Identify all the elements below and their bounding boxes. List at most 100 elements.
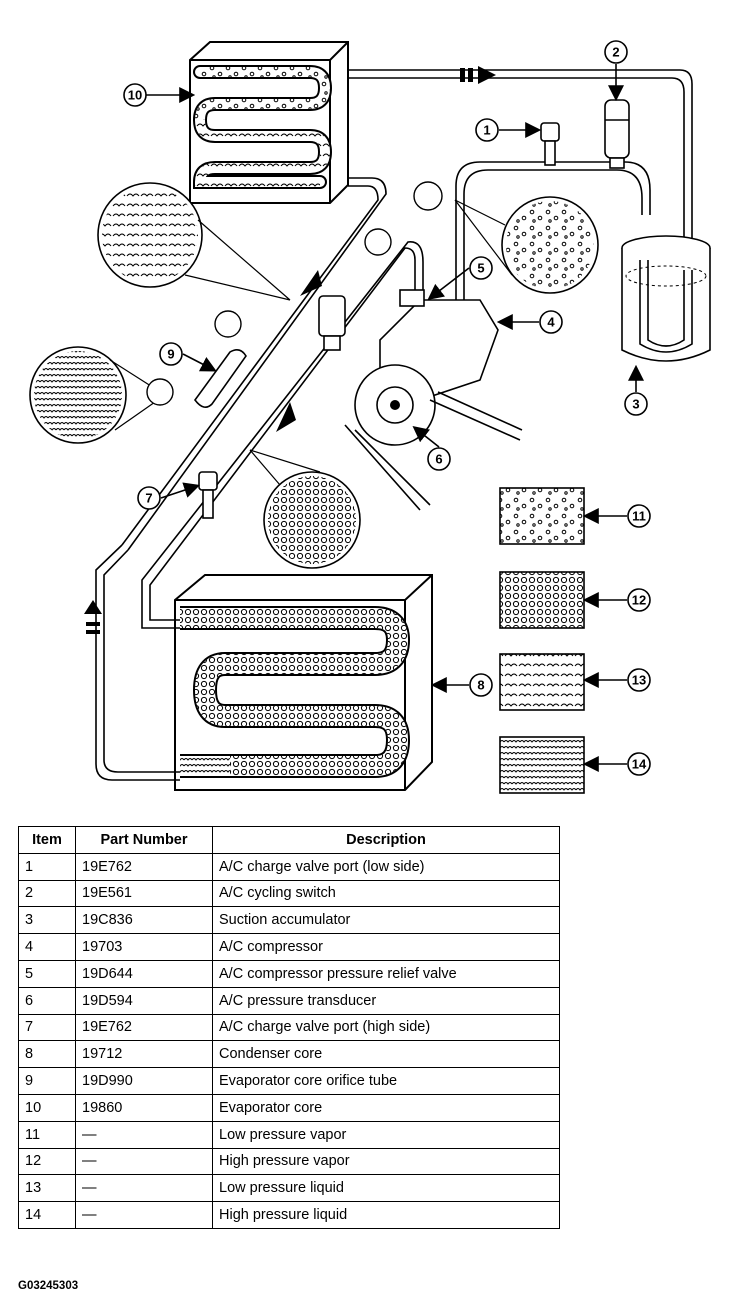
column-header-item: Item — [18, 826, 76, 854]
table-header-row: Item Part Number Description — [18, 826, 560, 854]
svg-text:4: 4 — [547, 315, 555, 330]
description-cell: A/C charge valve port (low side) — [212, 852, 560, 881]
callout-13: 13 — [627, 668, 651, 692]
pressure-transducer — [318, 295, 346, 351]
charge-valve-high-side — [198, 471, 218, 519]
part-number-cell: — — [75, 1201, 213, 1229]
callout-4: 4 — [539, 310, 563, 334]
svg-text:13: 13 — [632, 673, 646, 688]
part-number-cell: 19E762 — [75, 852, 213, 881]
legend-swatch-high-pressure-vapor — [499, 571, 585, 629]
svg-text:12: 12 — [632, 593, 646, 608]
legend-swatch-low-pressure-liquid — [499, 653, 585, 711]
part-number-cell: 19E762 — [75, 1013, 213, 1042]
callout-1: 1 — [475, 118, 499, 142]
item-cell: 4 — [18, 933, 76, 961]
part-number-cell: 19D644 — [75, 959, 213, 988]
column-header-part-number: Part Number — [75, 826, 213, 854]
callout-7: 7 — [137, 486, 161, 510]
svg-text:3: 3 — [632, 397, 639, 412]
ac-system-diagram: 10 2 1 3 4 5 6 7 8 9 11 12 13 14 — [29, 40, 711, 794]
item-cell: 6 — [18, 986, 76, 1015]
item-cell: 5 — [18, 959, 76, 988]
item-cell: 3 — [18, 906, 76, 935]
callout-5: 5 — [469, 256, 493, 280]
callout-12: 12 — [627, 588, 651, 612]
svg-text:5: 5 — [477, 261, 484, 276]
callout-6: 6 — [427, 447, 451, 471]
part-number-cell: 19C836 — [75, 906, 213, 935]
description-cell: A/C cycling switch — [212, 879, 560, 908]
legend-swatch-low-pressure-vapor — [499, 487, 585, 545]
item-cell: 2 — [18, 879, 76, 908]
refrigerant-lines — [95, 69, 693, 781]
description-cell: Suction accumulator — [212, 906, 560, 935]
magnifier-suction — [454, 196, 599, 294]
legend-swatch-high-pressure-liquid — [499, 736, 585, 794]
description-cell: A/C compressor pressure relief valve — [212, 959, 560, 988]
table-row: 12—High pressure vapor — [18, 1147, 560, 1176]
svg-text:2: 2 — [612, 45, 619, 60]
callout-3: 3 — [624, 392, 648, 416]
description-cell: Condenser core — [212, 1040, 560, 1069]
orifice-tube — [194, 348, 247, 408]
item-cell: 13 — [18, 1174, 76, 1203]
description-cell: Evaporator core orifice tube — [212, 1067, 560, 1095]
svg-text:9: 9 — [167, 347, 174, 362]
callout-8: 8 — [469, 673, 493, 697]
description-cell: A/C pressure transducer — [212, 986, 560, 1015]
description-cell: A/C charge valve port (high side) — [212, 1013, 560, 1042]
part-number-cell: — — [75, 1174, 213, 1203]
magnifier-orifice — [29, 346, 166, 444]
charge-valve-low-side — [540, 122, 560, 166]
item-cell: 11 — [18, 1120, 76, 1149]
svg-text:10: 10 — [128, 88, 142, 103]
suction-accumulator — [621, 235, 711, 362]
svg-text:6: 6 — [435, 452, 442, 467]
item-cell: 9 — [18, 1067, 76, 1095]
callout-11: 11 — [627, 504, 651, 528]
callout-10: 10 — [123, 83, 147, 107]
description-cell: Low pressure vapor — [212, 1120, 560, 1149]
item-cell: 8 — [18, 1040, 76, 1069]
description-cell: High pressure liquid — [212, 1201, 560, 1229]
svg-text:1: 1 — [483, 123, 490, 138]
svg-text:8: 8 — [477, 678, 484, 693]
compressor — [344, 289, 523, 511]
part-number-cell: 19703 — [75, 933, 213, 961]
cycling-switch — [604, 99, 630, 169]
part-number-cell: 19712 — [75, 1040, 213, 1069]
description-cell: Evaporator core — [212, 1093, 560, 1122]
item-cell: 14 — [18, 1201, 76, 1229]
table-row: 11—Low pressure vapor — [18, 1120, 560, 1149]
condenser-core — [174, 574, 433, 791]
part-number-cell: 19860 — [75, 1093, 213, 1122]
callout-2: 2 — [604, 40, 628, 64]
flow-arrows — [84, 66, 496, 634]
part-number-cell: — — [75, 1120, 213, 1149]
item-cell: 12 — [18, 1147, 76, 1176]
part-number-cell: 19D594 — [75, 986, 213, 1015]
pressure-gauge-icons — [146, 181, 443, 406]
svg-text:7: 7 — [145, 491, 152, 506]
column-header-description: Description — [212, 826, 560, 854]
magnifier-evap-liquid — [97, 182, 291, 301]
table-row: 14—High pressure liquid — [18, 1201, 560, 1229]
table-row: 13—Low pressure liquid — [18, 1174, 560, 1203]
description-cell: A/C compressor — [212, 933, 560, 961]
callout-9: 9 — [159, 342, 183, 366]
part-number-cell: 19D990 — [75, 1067, 213, 1095]
callout-14: 14 — [627, 752, 651, 776]
description-cell: High pressure vapor — [212, 1147, 560, 1176]
part-number-cell: — — [75, 1147, 213, 1176]
magnifier-discharge — [249, 449, 361, 569]
